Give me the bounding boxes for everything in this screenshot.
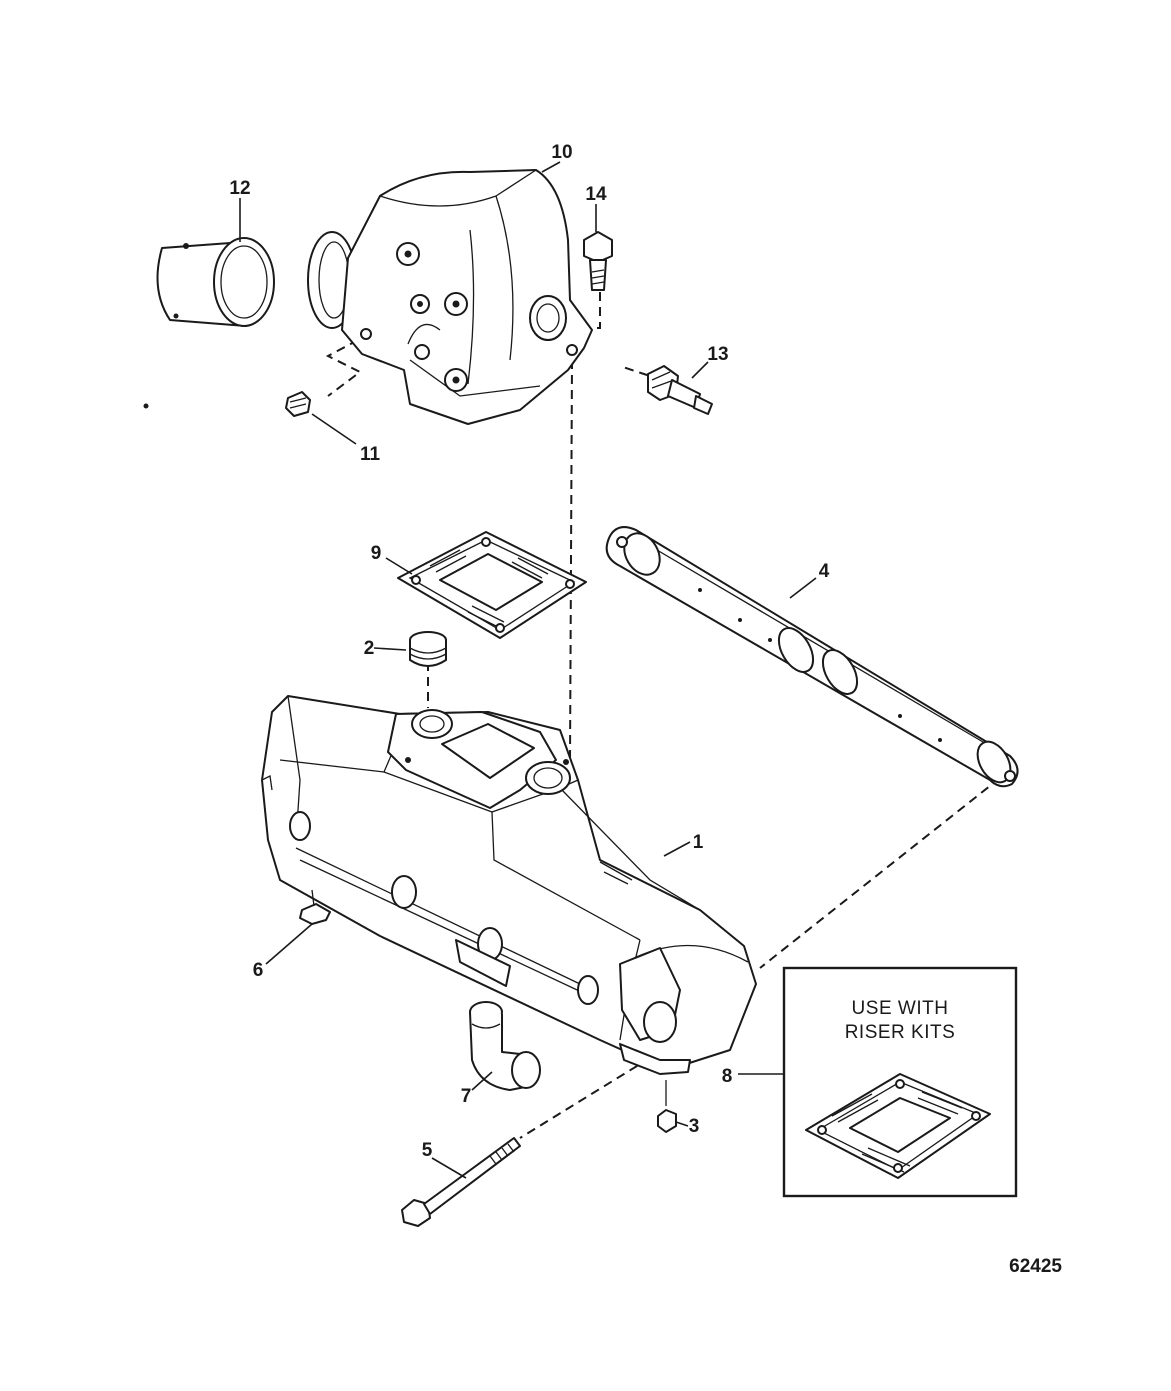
callout-13: 13 — [707, 344, 728, 365]
part-13-fitting — [647, 365, 713, 415]
callout-8: 8 — [722, 1066, 733, 1087]
callout-9: 9 — [371, 543, 382, 564]
part-2-plug — [409, 631, 447, 667]
callout-7: 7 — [461, 1086, 472, 1107]
part-1-manifold — [261, 695, 757, 1075]
inset-note-line-1: USE WITH — [852, 998, 949, 1019]
part-10-riser — [307, 169, 593, 425]
callout-labels: 1 2 3 4 5 6 7 8 9 10 11 12 13 14 — [229, 142, 829, 1161]
callout-11: 11 — [360, 444, 381, 465]
callout-2: 2 — [364, 638, 375, 659]
part-8-gasket — [805, 1073, 991, 1179]
callout-10: 10 — [551, 142, 572, 163]
part-7-elbow — [469, 1001, 541, 1091]
part-11-plug — [285, 391, 311, 417]
callout-5: 5 — [422, 1140, 433, 1161]
part-12-sleeve — [156, 237, 275, 327]
part-3-plug — [657, 1080, 677, 1133]
part-4-exhaust-gasket — [605, 526, 1019, 788]
callout-14: 14 — [585, 184, 607, 205]
part-14-bolt — [583, 231, 613, 291]
part-5-bolt — [401, 1137, 521, 1227]
leader-lines — [239, 161, 817, 1179]
callout-4: 4 — [819, 561, 830, 582]
callout-12: 12 — [229, 178, 250, 199]
inset-note-line-2: RISER KITS — [845, 1022, 956, 1043]
callout-3: 3 — [689, 1116, 700, 1137]
callout-1: 1 — [693, 832, 704, 853]
figure-number: 62425 — [1009, 1256, 1062, 1277]
part-6-drain — [299, 889, 331, 925]
part-9-gasket — [397, 531, 587, 639]
inset-riser-kit: USE WITH RISER KITS — [782, 966, 1018, 1198]
callout-6: 6 — [253, 960, 264, 981]
